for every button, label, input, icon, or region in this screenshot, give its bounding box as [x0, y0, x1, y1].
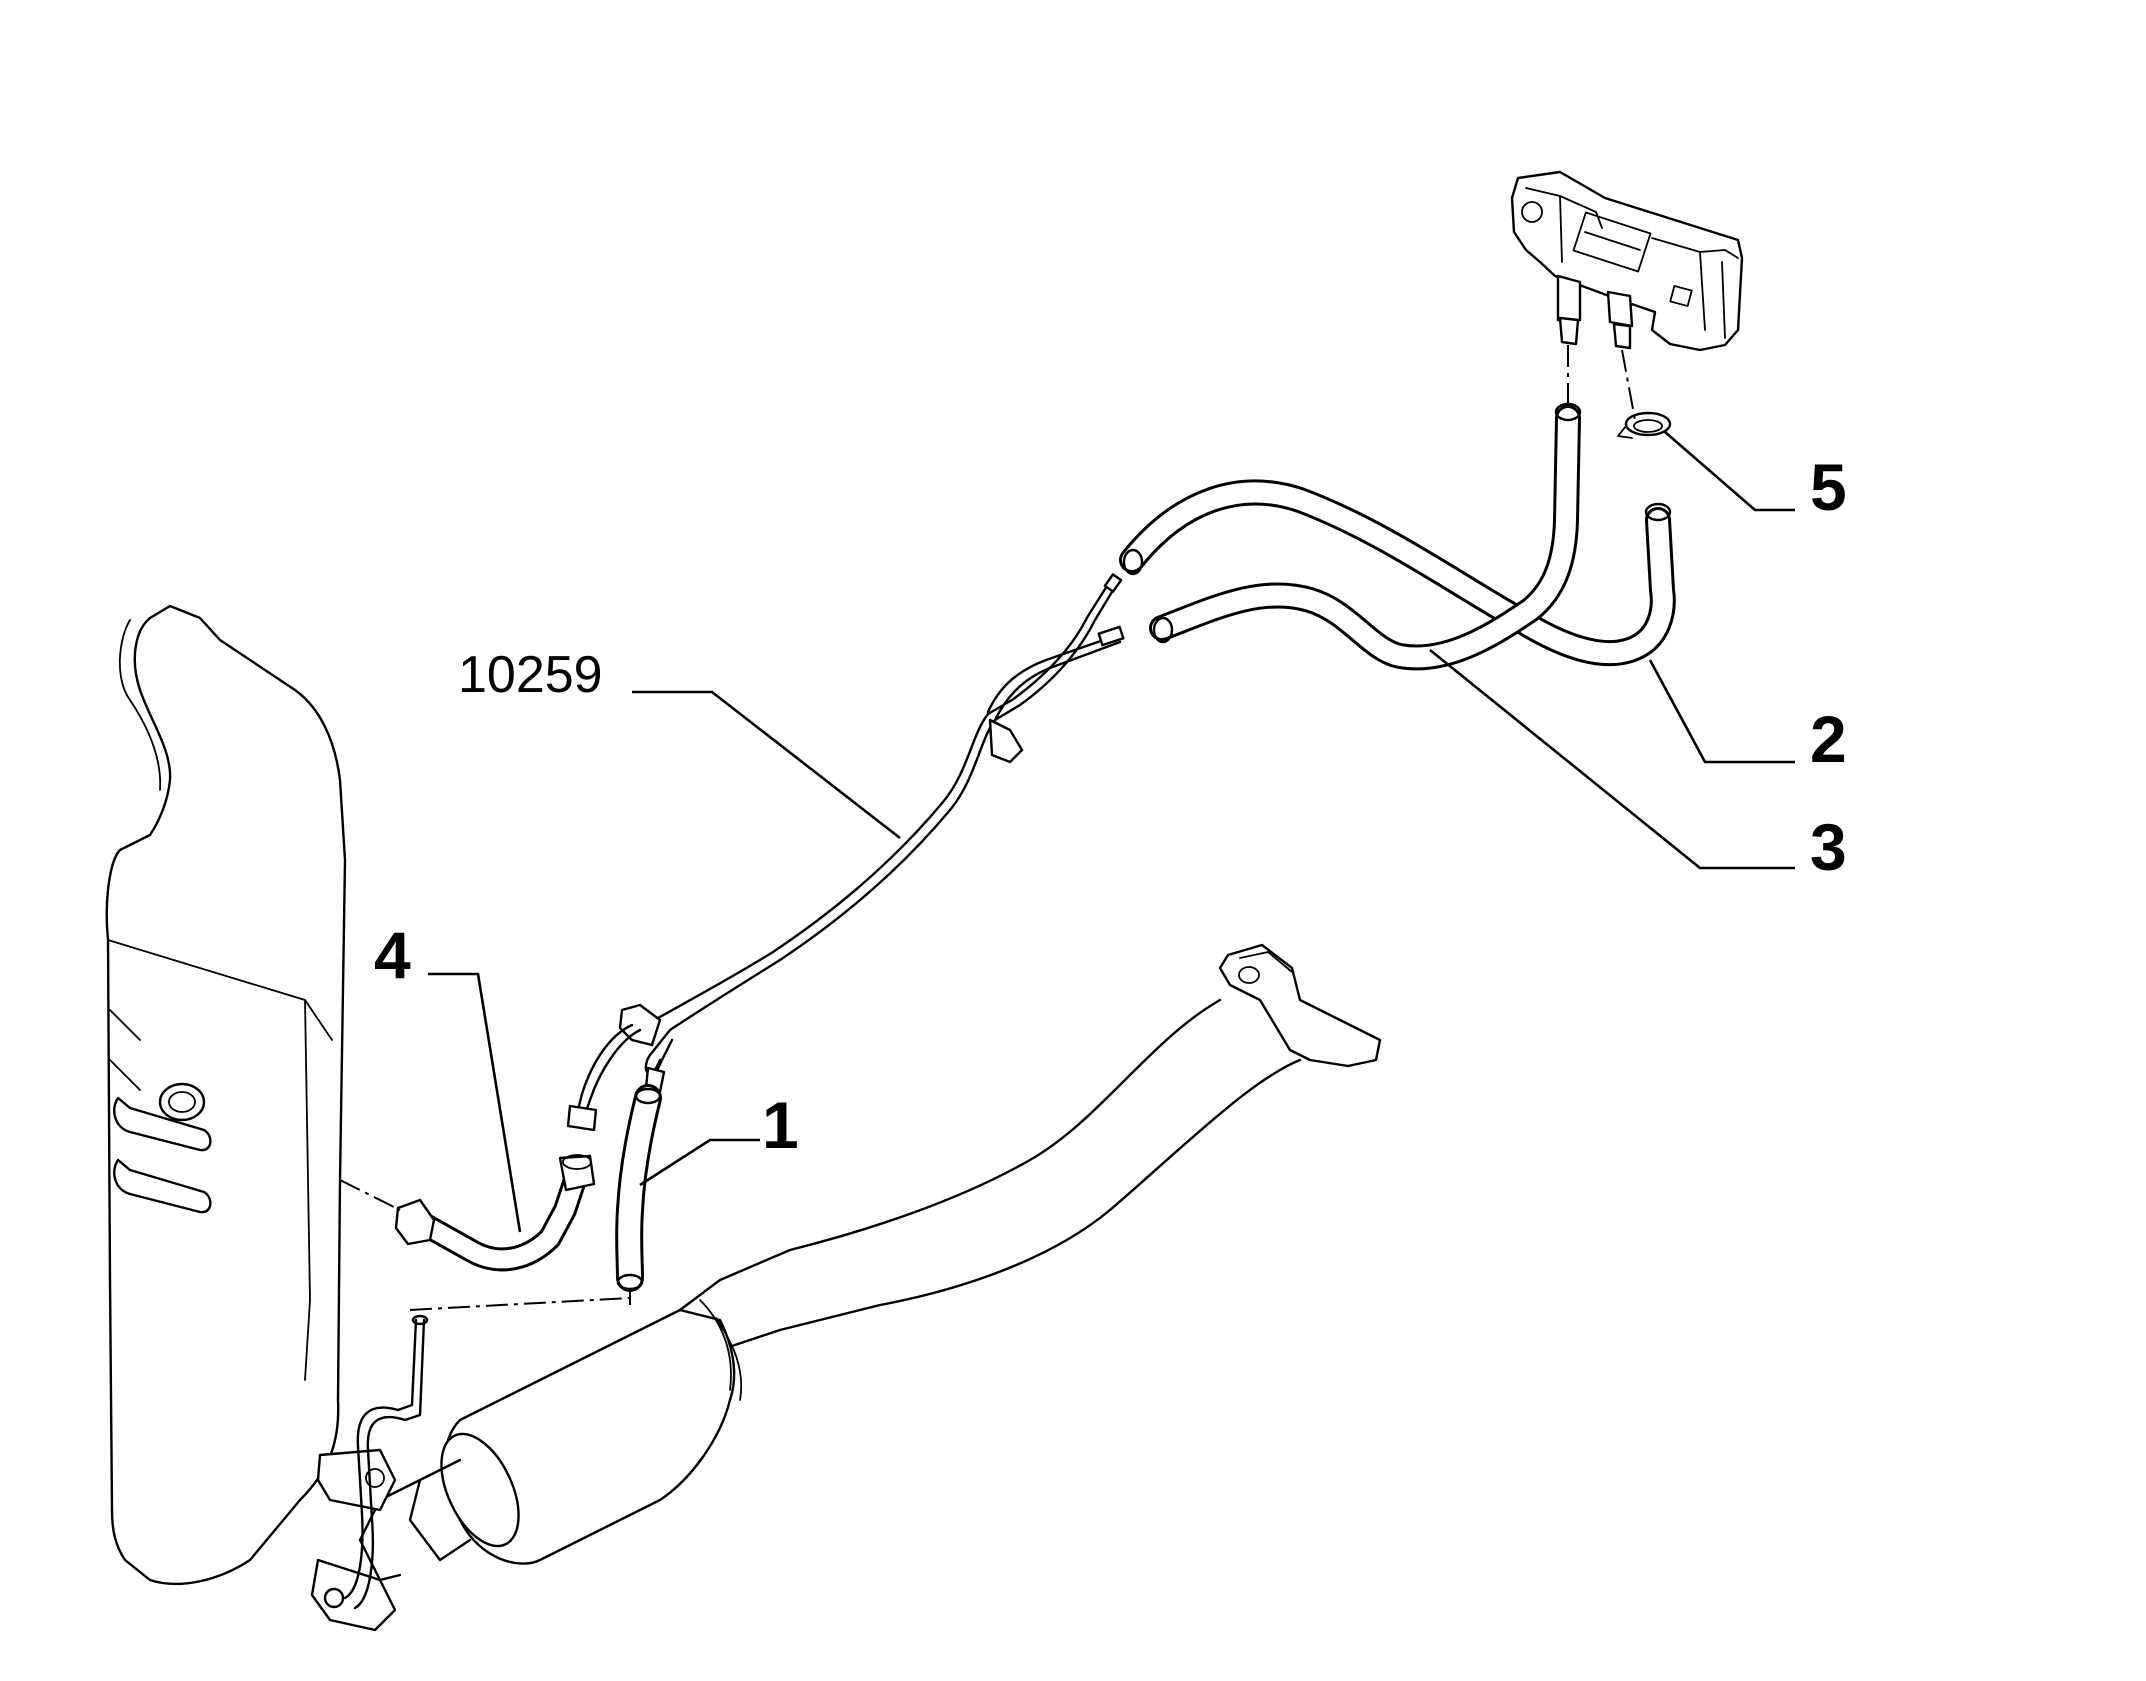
leader-5 [1664, 431, 1795, 512]
leader-1 [639, 1138, 760, 1187]
hose-1 [615, 1084, 662, 1292]
label-part-1: 1 [762, 1088, 799, 1162]
hose-3 [1149, 402, 1582, 671]
hose-2 [1119, 479, 1676, 667]
leader-10259 [632, 690, 901, 840]
label-part-5: 5 [1810, 450, 1847, 524]
exhaust-pipe [358, 943, 1382, 1582]
pipe-assembly-10259 [566, 573, 1125, 1132]
leader-4 [428, 972, 522, 1233]
leader-2 [1648, 659, 1795, 764]
pipe-4 [394, 1154, 596, 1272]
leader-3 [1429, 648, 1795, 870]
label-part-10259: 10259 [458, 646, 603, 704]
pressure-sensor [1510, 170, 1744, 352]
catalytic-converter [105, 604, 429, 1632]
hose-clamp [1617, 411, 1672, 439]
label-part-2: 2 [1810, 702, 1847, 776]
label-part-3: 3 [1810, 810, 1847, 884]
label-part-4: 4 [374, 918, 411, 992]
